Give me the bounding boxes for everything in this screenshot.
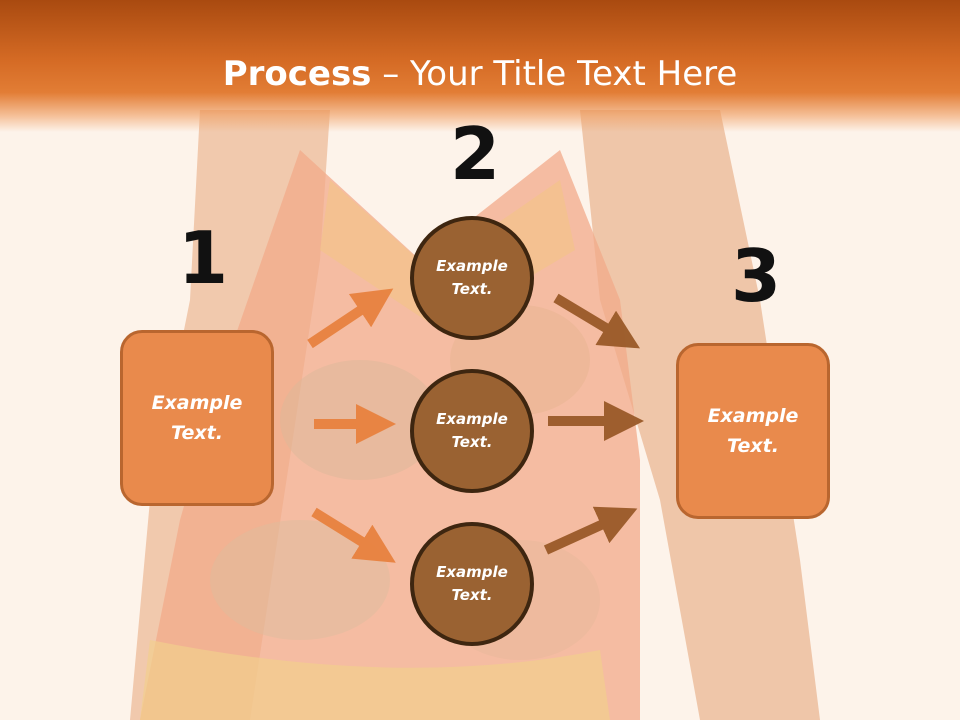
circle-top[interactable]: Example Text. [410, 216, 534, 340]
circle-middle-label: Example Text. [436, 410, 508, 451]
arrow-left-down [311, 507, 396, 563]
arrow-right-up [543, 506, 638, 555]
step-number-2[interactable]: 2 [450, 112, 501, 196]
arrow-left-up [307, 288, 394, 349]
step-number-3[interactable]: 3 [731, 234, 782, 318]
title-bar [0, 0, 960, 132]
circle-bottom-label: Example Text. [436, 563, 508, 604]
right-box-label: Example Text. [707, 405, 799, 457]
step-number-1[interactable]: 1 [178, 216, 229, 300]
left-text-box[interactable]: Example Text. [120, 330, 274, 506]
circle-top-label: Example Text. [436, 257, 508, 298]
slide-title[interactable]: Process – Your Title Text Here [0, 50, 960, 98]
arrow-right-down [553, 293, 641, 349]
circle-middle[interactable]: Example Text. [410, 369, 534, 493]
title-rest: – Your Title Text Here [371, 54, 738, 94]
right-text-box[interactable]: Example Text. [676, 343, 830, 519]
circle-bottom[interactable]: Example Text. [410, 522, 534, 646]
title-bold: Process [222, 54, 372, 94]
left-box-label: Example Text. [151, 392, 243, 444]
